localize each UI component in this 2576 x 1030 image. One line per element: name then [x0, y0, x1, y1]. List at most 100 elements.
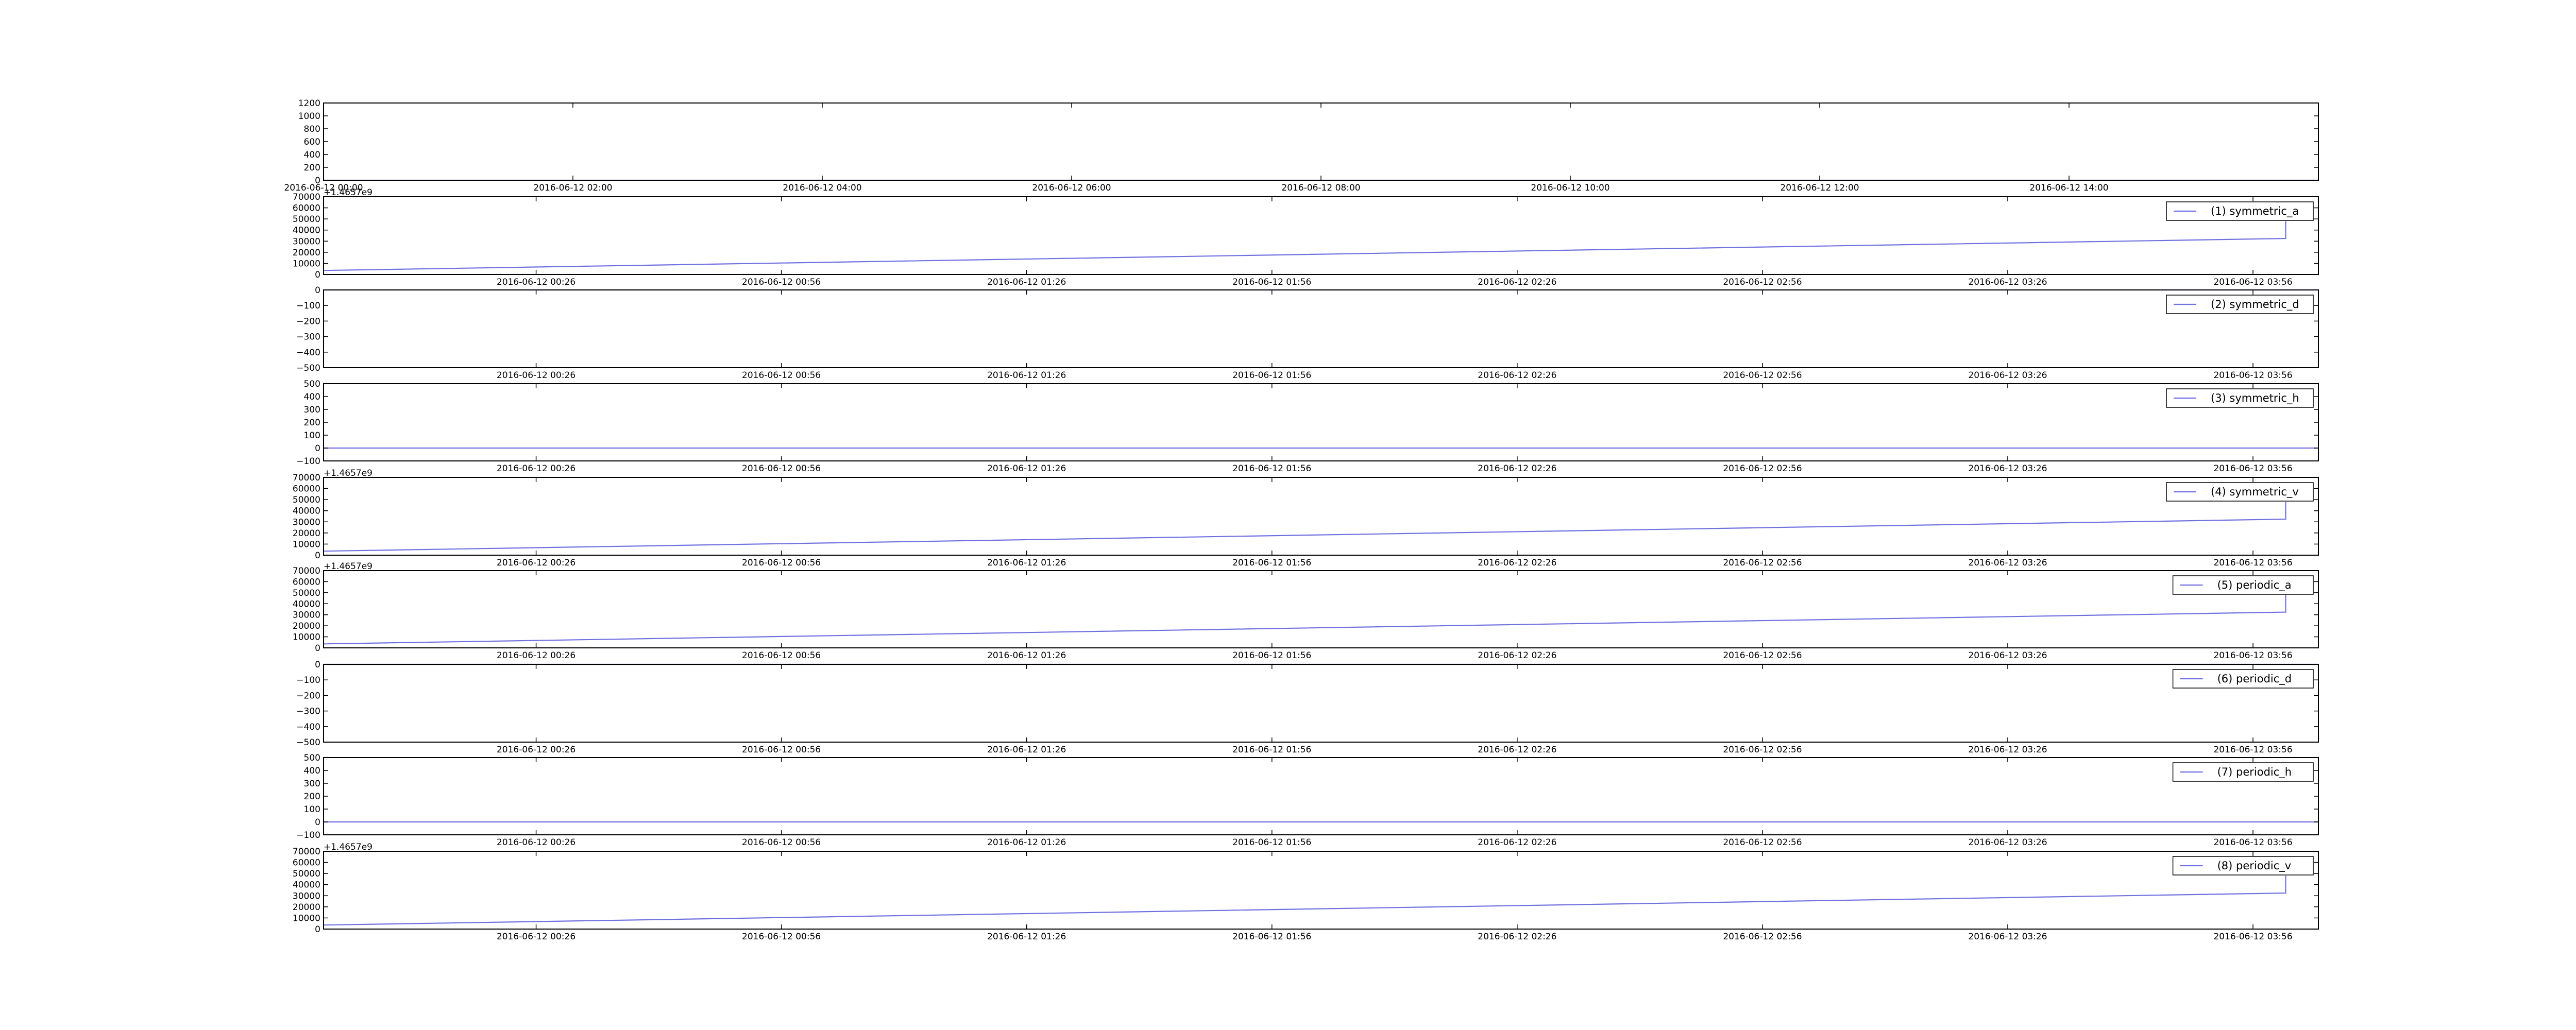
- x-tick-label-8-4: 2016-06-12 02:26: [1478, 932, 1556, 942]
- x-tick-label-2-1: 2016-06-12 00:56: [742, 370, 821, 381]
- x-tick-label-3-5: 2016-06-12 02:56: [1723, 464, 1802, 474]
- y-tick-label-6-3: −200: [296, 691, 320, 701]
- x-tick-label-1-1: 2016-06-12 00:56: [742, 277, 821, 287]
- y-tick-label-0-1: 200: [304, 163, 320, 173]
- x-tick-label-8-0: 2016-06-12 00:26: [497, 932, 575, 942]
- y-tick-label-4-5: 50000: [293, 495, 320, 505]
- legend-label-4: (4) symmetric_v: [2211, 486, 2299, 499]
- y-tick-label-4-6: 60000: [293, 484, 320, 494]
- x-tick-label-1-3: 2016-06-12 01:56: [1232, 277, 1311, 287]
- x-tick-label-0-0: 2016-06-12 00:00: [284, 183, 363, 193]
- x-tick-label-6-0: 2016-06-12 00:26: [497, 745, 575, 755]
- x-tick-label-0-4: 2016-06-12 08:00: [1281, 183, 1360, 193]
- x-tick-label-5-6: 2016-06-12 03:26: [1968, 650, 2047, 661]
- y-tick-label-8-3: 30000: [293, 891, 320, 901]
- x-tick-label-2-2: 2016-06-12 01:26: [987, 370, 1066, 381]
- legend-label-8: (8) periodic_v: [2217, 860, 2292, 872]
- y-tick-label-2-0: −500: [296, 363, 320, 373]
- y-offset-label-8: +1.4657e9: [324, 842, 372, 852]
- y-tick-label-0-6: 1200: [298, 98, 320, 109]
- axes-frame-6: [323, 664, 2319, 743]
- x-tick-label-1-6: 2016-06-12 03:26: [1968, 277, 2047, 287]
- x-tick-label-7-1: 2016-06-12 00:56: [742, 837, 821, 848]
- y-offset-label-1: +1.4657e9: [324, 187, 372, 198]
- x-tick-label-0-5: 2016-06-12 10:00: [1531, 183, 1609, 193]
- x-tick-label-4-6: 2016-06-12 03:26: [1968, 558, 2047, 568]
- subplot-1: 0100002000030000400005000060000700002016…: [293, 187, 2319, 287]
- x-tick-label-4-2: 2016-06-12 01:26: [987, 558, 1066, 568]
- x-tick-label-8-3: 2016-06-12 01:56: [1232, 932, 1311, 942]
- x-tick-label-6-1: 2016-06-12 00:56: [742, 745, 821, 755]
- y-tick-label-5-3: 30000: [293, 610, 320, 621]
- axes-frame-4: [323, 477, 2319, 556]
- subplot-4: 0100002000030000400005000060000700002016…: [293, 468, 2319, 568]
- series-line-4-0: [323, 502, 2286, 552]
- x-tick-label-3-4: 2016-06-12 02:26: [1478, 464, 1556, 474]
- x-tick-label-7-0: 2016-06-12 00:26: [497, 837, 575, 848]
- y-tick-label-7-4: 300: [304, 779, 320, 789]
- y-tick-label-3-3: 200: [304, 418, 320, 428]
- legend-label-5: (5) periodic_a: [2217, 579, 2292, 592]
- legend-label-1: (1) symmetric_a: [2211, 205, 2299, 218]
- x-tick-label-0-7: 2016-06-12 14:00: [2029, 183, 2108, 193]
- x-tick-label-8-6: 2016-06-12 03:26: [1968, 932, 2047, 942]
- y-tick-label-7-5: 400: [304, 766, 320, 776]
- x-tick-label-5-4: 2016-06-12 02:26: [1478, 650, 1556, 661]
- x-tick-label-2-4: 2016-06-12 02:26: [1478, 370, 1556, 381]
- x-tick-label-6-2: 2016-06-12 01:26: [987, 745, 1066, 755]
- x-tick-label-7-2: 2016-06-12 01:26: [987, 837, 1066, 848]
- x-tick-label-5-3: 2016-06-12 01:56: [1232, 650, 1311, 661]
- y-offset-label-4: +1.4657e9: [324, 468, 372, 478]
- y-tick-label-4-3: 30000: [293, 517, 320, 527]
- y-tick-label-2-5: 0: [315, 285, 320, 296]
- legend-label-6: (6) periodic_d: [2217, 673, 2292, 685]
- y-tick-label-1-2: 20000: [293, 248, 320, 258]
- x-tick-label-4-5: 2016-06-12 02:56: [1723, 558, 1802, 568]
- x-tick-label-3-6: 2016-06-12 03:26: [1968, 464, 2047, 474]
- x-tick-label-8-2: 2016-06-12 01:26: [987, 932, 1066, 942]
- y-tick-label-1-6: 60000: [293, 203, 320, 214]
- x-tick-label-3-0: 2016-06-12 00:26: [497, 464, 575, 474]
- x-tick-label-1-0: 2016-06-12 00:26: [497, 277, 575, 287]
- x-tick-label-8-7: 2016-06-12 03:56: [2213, 932, 2292, 942]
- x-tick-label-6-3: 2016-06-12 01:56: [1232, 745, 1311, 755]
- y-tick-label-5-5: 50000: [293, 588, 320, 598]
- y-tick-label-1-4: 40000: [293, 226, 320, 236]
- x-tick-label-6-5: 2016-06-12 02:56: [1723, 745, 1802, 755]
- legend-label-3: (3) symmetric_h: [2211, 392, 2299, 405]
- y-tick-label-3-6: 500: [304, 379, 320, 389]
- y-tick-label-0-2: 400: [304, 150, 320, 160]
- y-tick-label-3-1: 0: [315, 443, 320, 454]
- series-line-5-0: [323, 595, 2286, 645]
- y-tick-label-1-3: 30000: [293, 236, 320, 247]
- x-tick-label-4-0: 2016-06-12 00:26: [497, 558, 575, 568]
- y-tick-label-4-4: 40000: [293, 506, 320, 517]
- y-tick-label-3-4: 300: [304, 405, 320, 415]
- x-tick-label-6-7: 2016-06-12 03:56: [2213, 745, 2292, 755]
- y-tick-label-8-2: 20000: [293, 902, 320, 913]
- x-tick-label-7-7: 2016-06-12 03:56: [2213, 837, 2292, 848]
- x-tick-label-0-3: 2016-06-12 06:00: [1032, 183, 1111, 193]
- y-tick-label-7-1: 0: [315, 817, 320, 828]
- y-tick-label-0-0: 0: [315, 176, 320, 186]
- y-tick-label-0-5: 1000: [298, 111, 320, 122]
- y-tick-label-5-4: 40000: [293, 599, 320, 609]
- subplot-8: 0100002000030000400005000060000700002016…: [293, 842, 2319, 942]
- legend-label-7: (7) periodic_h: [2217, 766, 2292, 779]
- legend-label-2: (2) symmetric_d: [2211, 298, 2299, 311]
- y-tick-label-6-2: −300: [296, 707, 320, 717]
- x-tick-label-1-5: 2016-06-12 02:56: [1723, 277, 1802, 287]
- x-tick-label-2-6: 2016-06-12 03:26: [1968, 370, 2047, 381]
- x-tick-label-7-4: 2016-06-12 02:26: [1478, 837, 1556, 848]
- x-tick-label-4-7: 2016-06-12 03:56: [2213, 558, 2292, 568]
- x-tick-label-1-7: 2016-06-12 03:56: [2213, 277, 2292, 287]
- y-tick-label-2-4: −100: [296, 301, 320, 311]
- y-tick-label-1-1: 10000: [293, 259, 320, 269]
- subplot-5: 0100002000030000400005000060000700002016…: [293, 561, 2319, 661]
